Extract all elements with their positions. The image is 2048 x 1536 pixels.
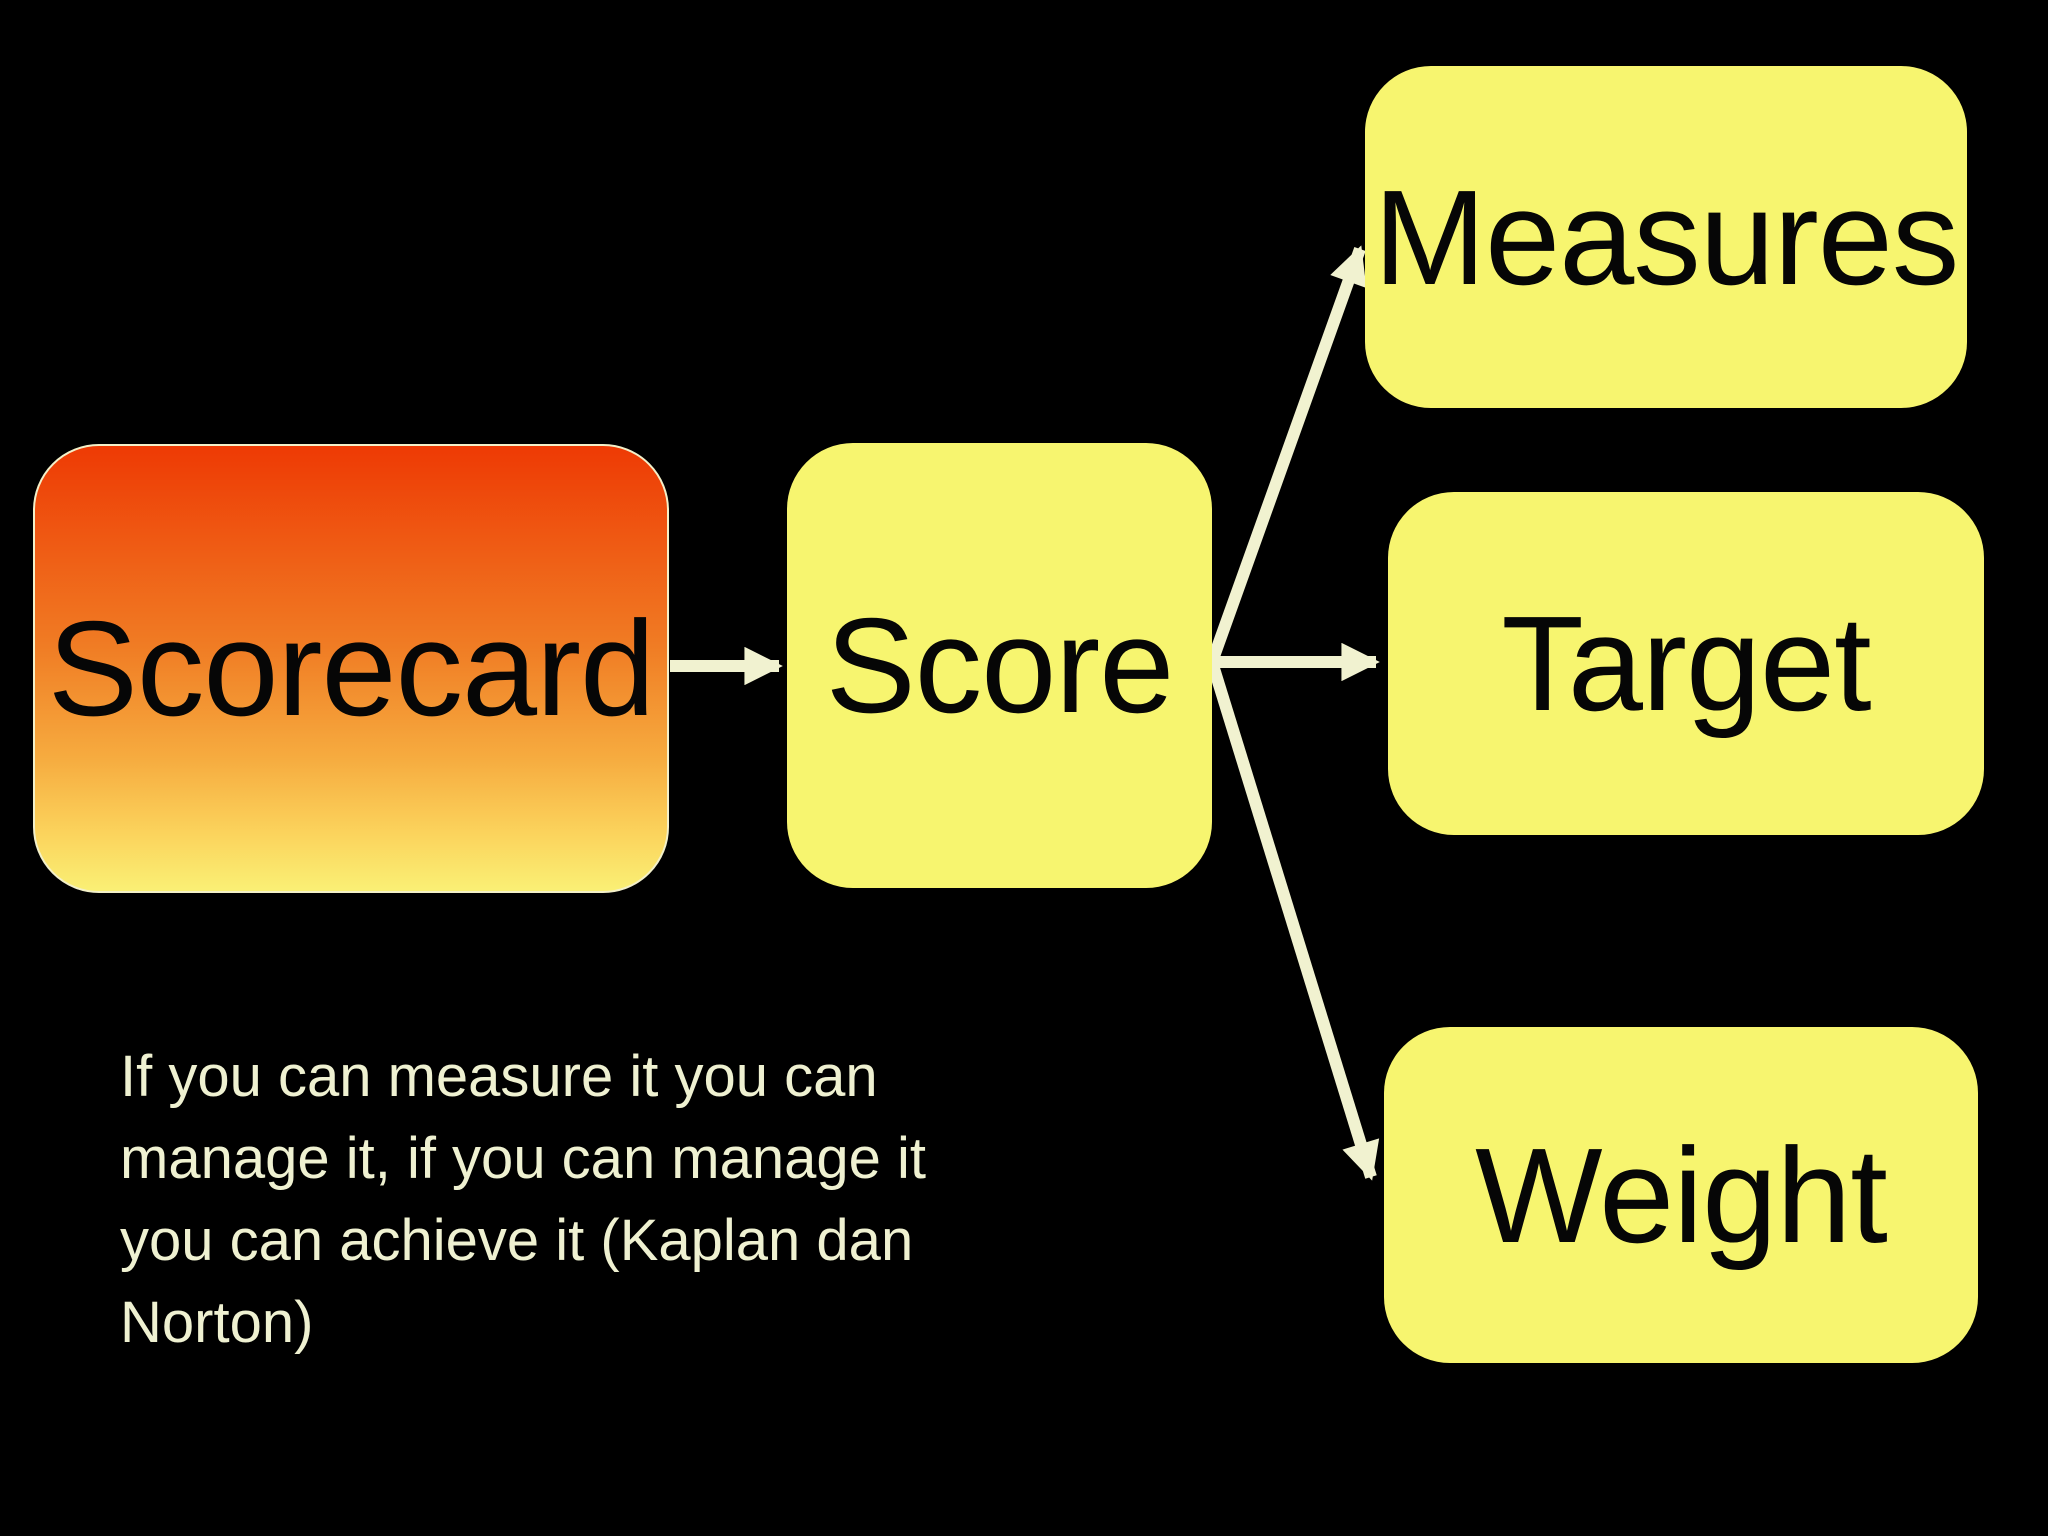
node-score-label: Score <box>825 590 1175 741</box>
node-measures-label: Measures <box>1373 161 1960 313</box>
node-score: Score <box>787 443 1212 888</box>
node-weight-label: Weight <box>1475 1119 1888 1271</box>
node-target: Target <box>1388 492 1984 835</box>
node-target-label: Target <box>1501 588 1871 739</box>
arrow-score-to-weight <box>1206 660 1380 1181</box>
arrow-score-to-measures <box>1206 245 1367 665</box>
node-scorecard-label: Scorecard <box>47 593 655 744</box>
node-weight: Weight <box>1384 1027 1978 1363</box>
node-scorecard: Scorecard <box>33 444 669 893</box>
node-measures: Measures <box>1365 66 1967 408</box>
quote-text: If you can measure it you can manage it,… <box>120 1044 927 1355</box>
